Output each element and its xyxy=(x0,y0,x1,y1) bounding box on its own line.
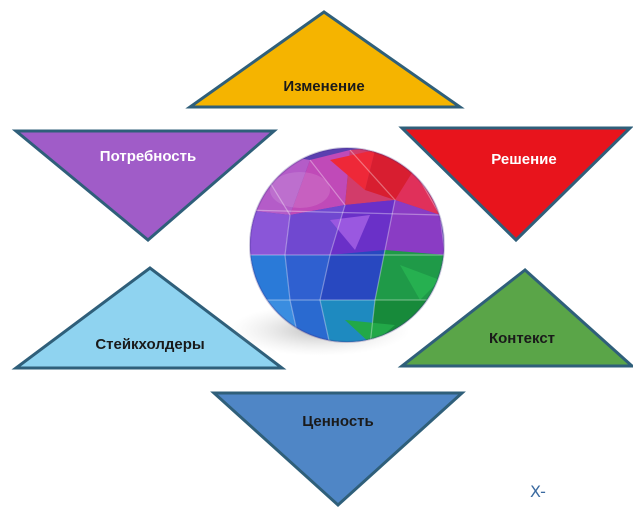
steikkholdery-label: Стейкхолдеры xyxy=(95,336,204,353)
izmenenie-label: Изменение xyxy=(283,78,364,95)
reshenie-shape: Решение xyxy=(398,126,633,243)
polyhedron-ball-image xyxy=(230,147,445,356)
watermark-text: X- xyxy=(530,482,546,501)
potrebnost-shape: Потребность xyxy=(11,129,279,242)
tsennost-triangle xyxy=(210,391,466,508)
tsennost-shape: Ценность xyxy=(210,391,466,508)
steikkholdery-triangle xyxy=(11,266,287,370)
potrebnost-triangle xyxy=(11,129,279,242)
reshenie-label: Решение xyxy=(491,151,556,168)
potrebnost-label: Потребность xyxy=(100,148,196,165)
steikkholdery-shape: Стейкхолдеры xyxy=(11,266,287,370)
kontekst-shape: Контекст xyxy=(397,268,633,368)
izmenenie-shape: Изменение xyxy=(185,10,465,109)
kontekst-label: Контекст xyxy=(489,330,555,347)
kontekst-triangle xyxy=(397,268,633,368)
tsennost-label: Ценность xyxy=(302,413,373,430)
reshenie-triangle xyxy=(398,126,633,243)
izmenenie-triangle xyxy=(185,10,465,109)
